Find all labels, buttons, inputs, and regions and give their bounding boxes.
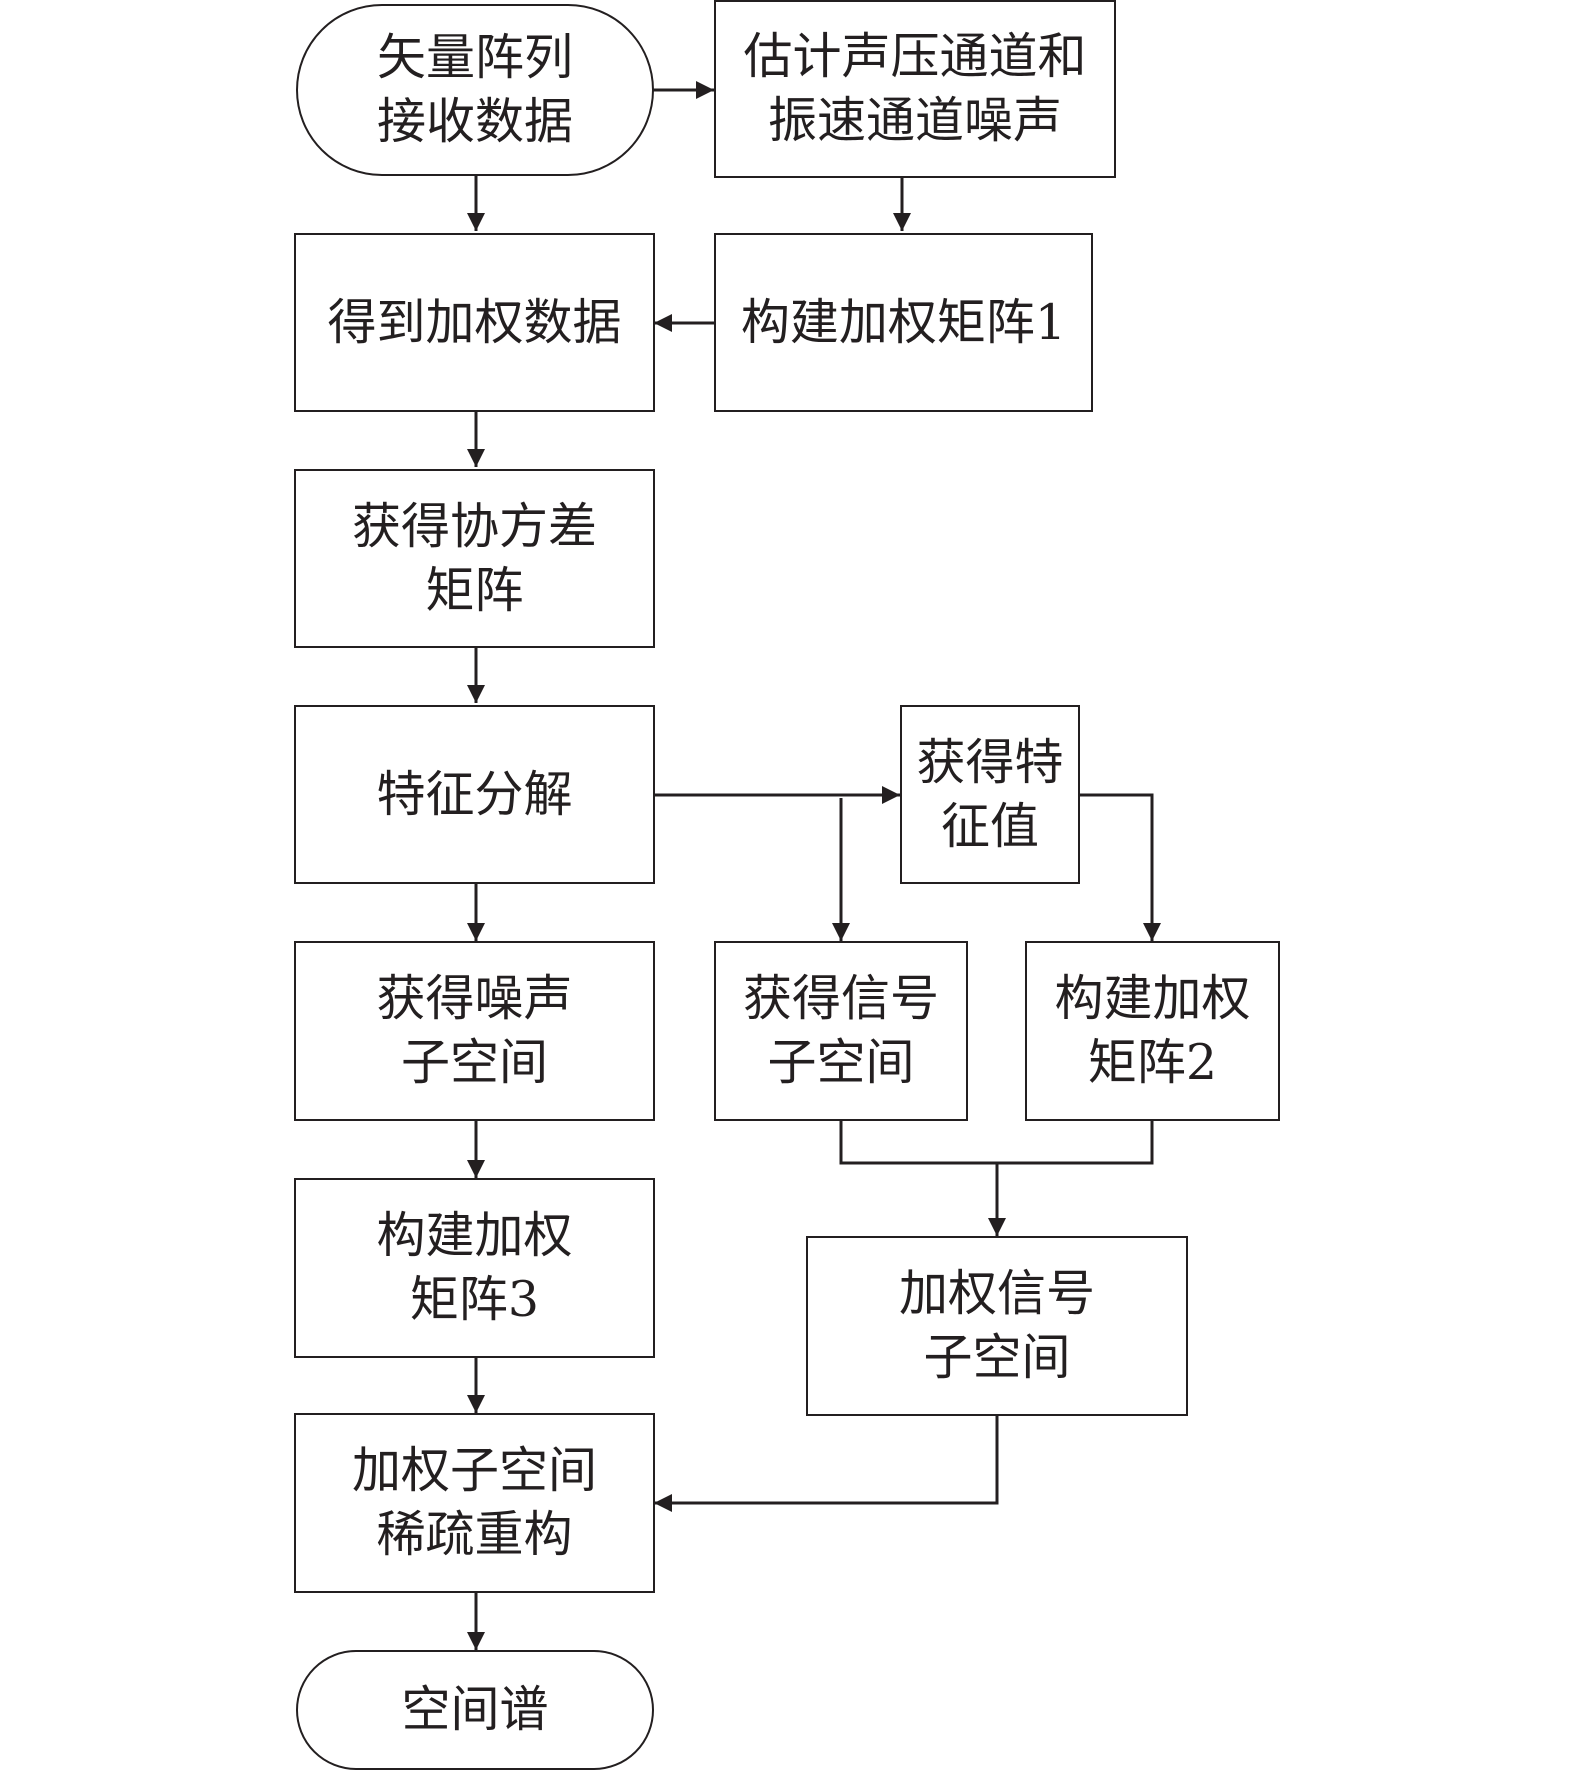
node-signal-subspace: 获得信号 子空间 bbox=[714, 941, 968, 1121]
node-weight-matrix-2: 构建加权 矩阵2 bbox=[1025, 941, 1280, 1121]
arrow-weighted-signal-subspace-to-sparse-reconstruction bbox=[654, 1414, 999, 1512]
node-eigenvalues: 获得特 征值 bbox=[900, 705, 1080, 884]
node-estimate-channel-noise: 估计声压通道和 振速通道噪声 bbox=[714, 0, 1116, 178]
node-spatial-spectrum: 空间谱 bbox=[296, 1650, 654, 1770]
node-covariance-matrix: 获得协方差 矩阵 bbox=[294, 469, 655, 648]
arrow-eigenvalues-to-weight-matrix-2 bbox=[1078, 793, 1161, 941]
node-weighted-subspace-sparse-reconstruction: 加权子空间 稀疏重构 bbox=[294, 1413, 655, 1593]
node-weighted-signal-subspace: 加权信号 子空间 bbox=[806, 1236, 1188, 1416]
connector-signal-subspace-merge bbox=[839, 1120, 997, 1165]
node-vector-array-receive-data: 矢量阵列 接收数据 bbox=[296, 4, 654, 176]
arrow-weight-matrix-2-to-weighted-signal-subspace bbox=[988, 1120, 1154, 1236]
node-weighted-data: 得到加权数据 bbox=[294, 233, 655, 412]
node-weight-matrix-1: 构建加权矩阵1 bbox=[714, 233, 1093, 412]
node-eigen-decomposition: 特征分解 bbox=[294, 705, 655, 884]
node-noise-subspace: 获得噪声 子空间 bbox=[294, 941, 655, 1121]
node-weight-matrix-3: 构建加权 矩阵3 bbox=[294, 1178, 655, 1358]
